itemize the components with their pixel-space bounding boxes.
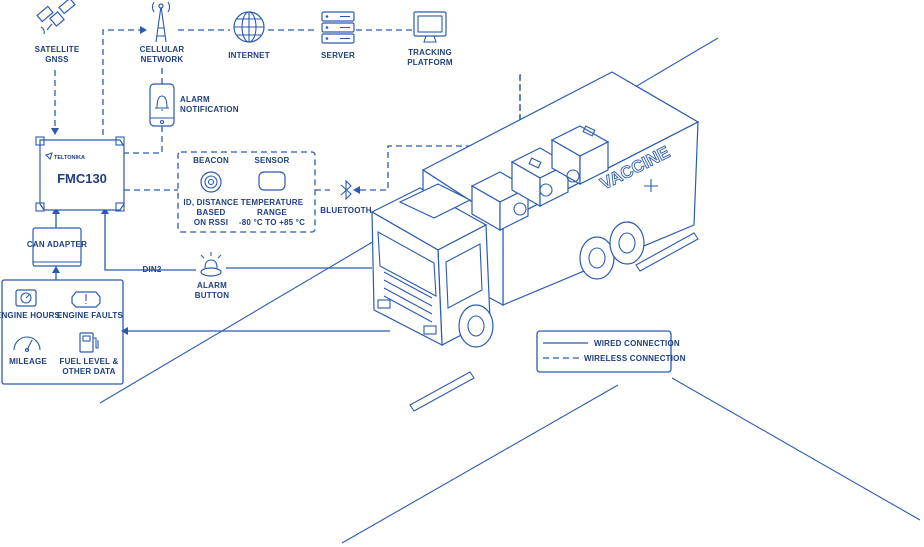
alarm-button-label-2: BUTTON bbox=[195, 291, 229, 300]
legend-wireless-label: WIRELESS CONNECTION bbox=[584, 354, 686, 363]
bluetooth-label: BLUETOOTH bbox=[320, 206, 371, 215]
legend: WIRED CONNECTION WIRELESS CONNECTION bbox=[536, 330, 686, 373]
teltonika-logo-icon bbox=[44, 152, 53, 161]
sensor-line-2: RANGE bbox=[257, 208, 287, 217]
cellular-node: CELLULAR NETWORK bbox=[140, 1, 185, 64]
bluetooth-node: BLUETOOTH bbox=[320, 179, 372, 215]
engine-faults-label: ENGINE FAULTS bbox=[57, 311, 123, 320]
internet-node: INTERNET bbox=[228, 11, 270, 60]
server-node: SERVER bbox=[321, 11, 355, 60]
phone-bell-icon bbox=[149, 83, 175, 127]
beacon-icon bbox=[200, 171, 222, 193]
globe-icon bbox=[233, 11, 265, 43]
fuel-label-2: OTHER DATA bbox=[62, 367, 115, 376]
server-label: SERVER bbox=[321, 51, 355, 60]
satellite-node: SATELLITE GNSS bbox=[35, 0, 80, 64]
can-adapter-node: CAN ADAPTER bbox=[27, 227, 87, 267]
tracking-label-1: TRACKING bbox=[408, 48, 452, 57]
front-wheel bbox=[458, 304, 494, 348]
beacon-line-2: BASED bbox=[196, 208, 225, 217]
truck-cab bbox=[370, 183, 491, 347]
beacon-line-1: ID, DISTANCE bbox=[183, 198, 239, 207]
alarm-button-node: ALARM BUTTON bbox=[195, 252, 229, 300]
sensor-icon bbox=[258, 171, 286, 191]
cell-tower-icon bbox=[151, 1, 171, 43]
mileage-icon bbox=[13, 336, 41, 353]
fuel-pump-icon bbox=[79, 332, 99, 353]
truck: VACCINE bbox=[370, 71, 700, 348]
engine-data-panel: ENGINE HOURS ENGINE FAULTS MILEAGE FUEL … bbox=[0, 279, 124, 385]
device-brand: TELTONIKA bbox=[54, 155, 85, 161]
satellite-label-1: SATELLITE bbox=[35, 45, 80, 54]
server-icon bbox=[321, 11, 355, 44]
fuel-label-1: FUEL LEVEL & bbox=[59, 357, 118, 366]
alarm-notification-label-1: ALARM bbox=[180, 95, 210, 104]
medical-cross-icon bbox=[644, 179, 658, 192]
alarm-notification-label-2: NOTIFICATION bbox=[180, 105, 239, 114]
can-adapter-label: CAN ADAPTER bbox=[27, 240, 87, 249]
sensor-line-3: -80 °C TO +85 °C bbox=[239, 218, 305, 227]
vaccine-containers bbox=[470, 125, 610, 232]
engine-hours-label: ENGINE HOURS bbox=[0, 311, 61, 320]
engine-faults-icon bbox=[71, 291, 101, 308]
bluetooth-icon bbox=[340, 179, 352, 201]
din2-label: DIN2 bbox=[142, 265, 161, 274]
sensor-line-1: TEMPERATURE bbox=[241, 198, 304, 207]
device-model: FMC130 bbox=[57, 171, 107, 186]
satellite-icon bbox=[36, 0, 76, 35]
engine-hours-icon bbox=[15, 289, 37, 307]
internet-label: INTERNET bbox=[228, 51, 270, 60]
cellular-label-2: NETWORK bbox=[141, 55, 184, 64]
sensor-title: SENSOR bbox=[255, 156, 290, 165]
fmc130-device: TELTONIKA FMC130 bbox=[35, 136, 125, 212]
tracking-label-2: PLATFORM bbox=[407, 58, 453, 67]
alarm-notification-node: ALARM NOTIFICATION bbox=[149, 83, 239, 127]
cellular-label-1: CELLULAR bbox=[140, 45, 185, 54]
bluetooth-sensors-box: BEACON ID, DISTANCE BASED ON RSSI SENSOR… bbox=[177, 151, 316, 233]
alarm-button-icon bbox=[200, 252, 222, 277]
legend-wired-label: WIRED CONNECTION bbox=[594, 339, 680, 348]
monitor-icon bbox=[413, 11, 447, 43]
tracking-node: TRACKING PLATFORM bbox=[407, 11, 453, 67]
beacon-title: BEACON bbox=[193, 156, 229, 165]
alarm-button-label-1: ALARM bbox=[197, 281, 227, 290]
satellite-label-2: GNSS bbox=[45, 55, 69, 64]
rear-wheels bbox=[579, 221, 645, 280]
beacon-line-3: ON RSSI bbox=[194, 218, 228, 227]
mileage-label: MILEAGE bbox=[9, 357, 47, 366]
